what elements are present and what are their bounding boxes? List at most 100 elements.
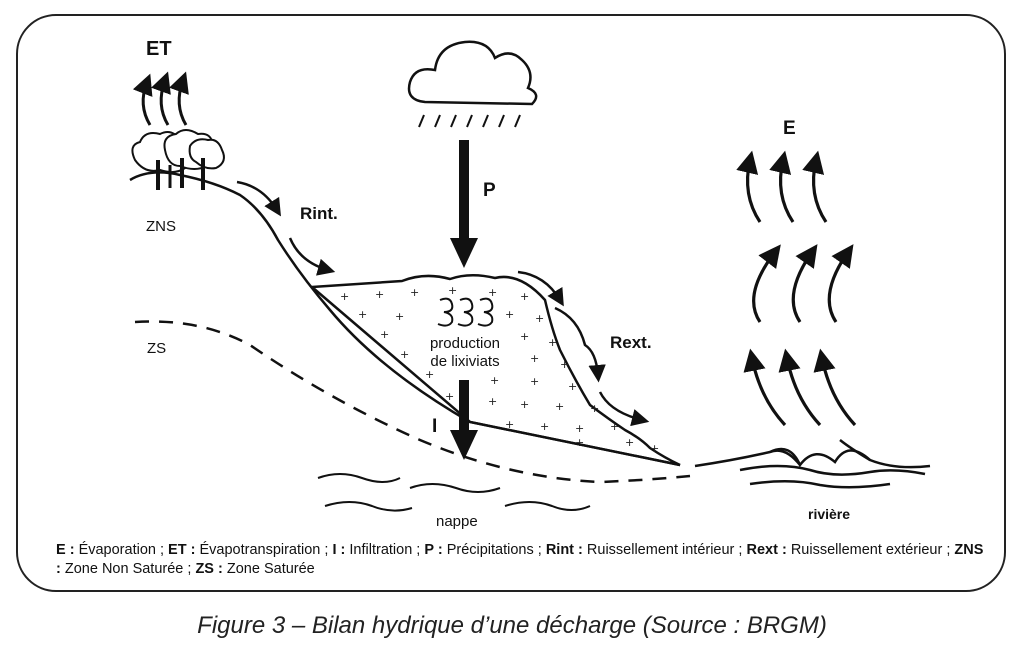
legend-tail: ;: [533, 542, 546, 558]
svg-text:+: +: [568, 380, 577, 393]
svg-text:+: +: [610, 420, 619, 433]
legend-key: ET: [168, 542, 187, 558]
svg-text:+: +: [590, 402, 599, 415]
legend-separator: :: [56, 561, 65, 577]
legend-separator: :: [777, 542, 791, 558]
svg-text:+: +: [555, 400, 564, 413]
cloud-icon: [407, 40, 538, 128]
legend-key: P: [424, 542, 434, 558]
svg-text:+: +: [488, 286, 497, 299]
i-label: I: [432, 416, 438, 437]
water-table-line: [134, 320, 691, 484]
svg-text:+: +: [400, 348, 409, 361]
p-label: P: [483, 180, 496, 201]
legend-description: Infiltration: [349, 542, 413, 558]
legend-key: E: [56, 542, 66, 558]
trees-icon: [131, 129, 225, 190]
legend-description: Évaporation: [78, 542, 156, 558]
legend-separator: :: [574, 542, 587, 558]
legend-entry: Rint : Ruissellement intérieur ;: [546, 542, 747, 558]
svg-text:+: +: [520, 330, 529, 343]
legend-tail: ;: [155, 542, 169, 558]
rint-label: Rint.: [300, 204, 338, 223]
legend-separator: :: [433, 542, 447, 558]
svg-text:+: +: [448, 284, 457, 297]
legend-separator: :: [186, 542, 200, 558]
legend: E : Évaporation ; ET : Évapotranspiratio…: [56, 541, 986, 579]
legend-tail: ;: [734, 542, 747, 558]
legend-description: Ruissellement intérieur: [586, 542, 735, 558]
zs-label: ZS: [147, 340, 167, 357]
legend-separator: :: [336, 542, 350, 558]
water-balance-diagram: +++ +++ ++++ +++ +++ ++++ +++++ ++++ +++: [129, 40, 931, 512]
nappe-label: nappe: [436, 513, 478, 530]
svg-text:+: +: [535, 312, 544, 325]
legend-tail: ;: [412, 542, 425, 558]
landfill-mass: +++ +++ ++++ +++ +++ ++++ +++++ ++++ +++: [308, 274, 681, 467]
et-label: ET: [146, 38, 172, 60]
legend-description: Zone Non Saturée: [64, 561, 184, 577]
riviere-label: rivière: [808, 506, 851, 522]
legend-entry: ZNS : Zone Non Saturée ;: [56, 542, 983, 577]
legend-key: ZS: [195, 561, 214, 577]
internal-runoff-arrows: [236, 180, 336, 276]
svg-text:+: +: [490, 374, 499, 387]
e-label: E: [783, 118, 796, 139]
legend-key: ZNS: [954, 542, 984, 558]
evaporation-arrows: [736, 150, 857, 427]
svg-text:+: +: [425, 368, 434, 381]
svg-text:+: +: [375, 288, 384, 301]
legend-key: Rint: [545, 542, 575, 558]
production-label-line1: production: [429, 335, 501, 352]
production-label-line2: de lixiviats: [430, 353, 500, 370]
rext-label: Rext.: [610, 333, 652, 352]
svg-text:+: +: [625, 436, 634, 449]
legend-entry: I : Infiltration ;: [332, 542, 424, 558]
svg-text:+: +: [530, 375, 539, 388]
legend-key: Rext: [746, 542, 778, 558]
legend-description: Zone Saturée: [226, 561, 315, 577]
svg-text:+: +: [575, 436, 584, 449]
legend-description: Précipitations: [446, 542, 534, 558]
svg-text:+: +: [488, 395, 497, 408]
leachate-swirl-icon: [437, 297, 494, 327]
svg-text:+: +: [505, 418, 514, 431]
svg-text:+: +: [340, 290, 349, 303]
svg-text:+: +: [560, 358, 569, 371]
zns-label: ZNS: [146, 218, 176, 235]
legend-description: Évapotranspiration: [199, 542, 321, 558]
infiltration-arrow: [450, 380, 478, 460]
svg-text:+: +: [505, 308, 514, 321]
legend-entry: ET : Évapotranspiration ;: [168, 542, 332, 558]
river-waves: [694, 439, 931, 489]
legend-description: Ruissellement extérieur: [790, 542, 943, 558]
svg-text:+: +: [520, 398, 529, 411]
svg-text:+: +: [650, 442, 659, 455]
legend-entry: P : Précipitations ;: [424, 542, 545, 558]
groundwater-waves: [317, 473, 591, 512]
legend-key: I: [332, 542, 337, 558]
svg-text:+: +: [520, 290, 529, 303]
svg-text:+: +: [530, 352, 539, 365]
legend-tail: ;: [320, 542, 333, 558]
production-label: production de lixiviats: [410, 335, 520, 371]
svg-text:+: +: [445, 390, 454, 403]
legend-entry: E : Évaporation ;: [56, 542, 168, 558]
svg-text:+: +: [410, 286, 419, 299]
svg-text:+: +: [540, 420, 549, 433]
svg-text:+: +: [548, 336, 557, 349]
svg-text:+: +: [358, 308, 367, 321]
legend-entry: Rext : Ruissellement extérieur ;: [746, 542, 954, 558]
external-runoff-arrows: [517, 270, 650, 427]
svg-text:+: +: [575, 422, 584, 435]
svg-text:+: +: [395, 310, 404, 323]
precipitation-arrow: [450, 140, 478, 268]
legend-separator: :: [213, 561, 227, 577]
legend-separator: :: [65, 542, 79, 558]
evapotranspiration-arrows: [132, 71, 189, 126]
legend-entry: ZS : Zone Saturée: [195, 561, 314, 577]
ground-slope: [129, 171, 681, 467]
legend-tail: ;: [183, 561, 196, 577]
figure-caption: Figure 3 – Bilan hydrique d’une décharge…: [197, 612, 827, 639]
legend-tail: ;: [942, 542, 955, 558]
